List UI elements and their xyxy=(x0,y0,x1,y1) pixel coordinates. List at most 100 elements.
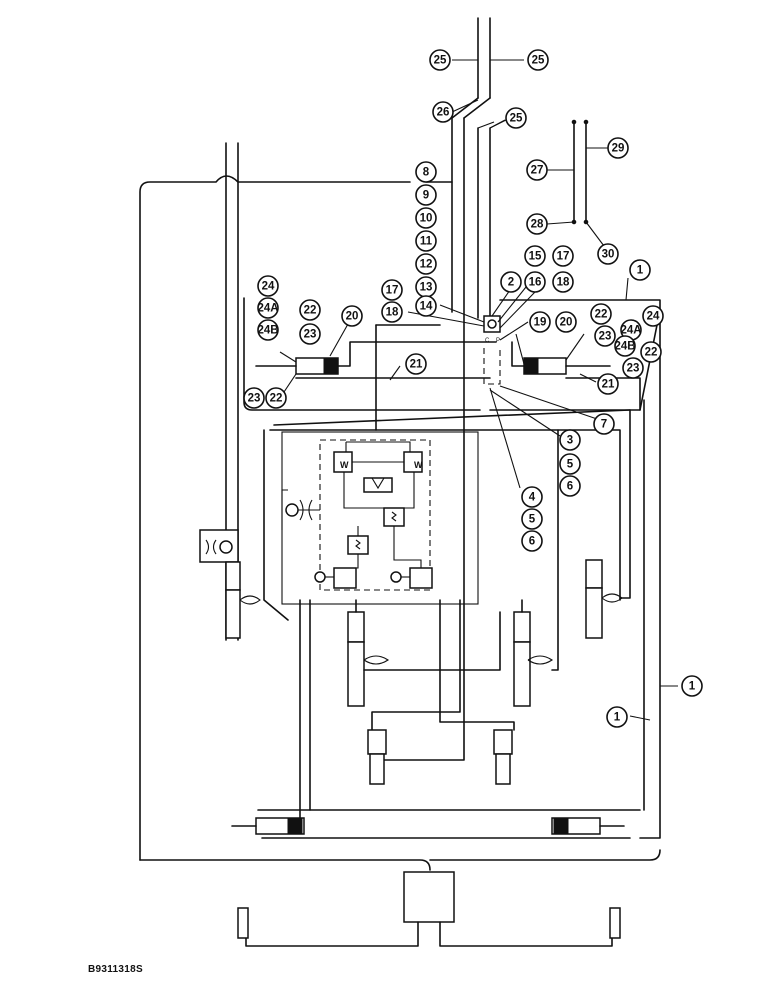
callout-label: 5 xyxy=(529,514,536,526)
callout-label: 1 xyxy=(637,265,644,277)
callout-label: 24A xyxy=(257,303,278,315)
callout-circle xyxy=(590,303,612,325)
callout-label: 1 xyxy=(689,681,696,693)
callout-label: 25 xyxy=(510,113,523,125)
callout-circle xyxy=(299,299,321,321)
right-cylinder xyxy=(511,341,641,411)
callout-13: 12 xyxy=(415,253,437,275)
callout-label: 26 xyxy=(437,107,450,119)
callout-21: 17 xyxy=(381,279,403,301)
callout-label: 22 xyxy=(645,347,658,359)
callout-label: 1 xyxy=(614,712,621,724)
callout-51: 1 xyxy=(606,706,628,728)
callout-label: 23 xyxy=(248,393,261,405)
left-cylinder xyxy=(255,341,497,379)
bottom-cylinders xyxy=(139,309,661,871)
supply-lines xyxy=(451,17,589,431)
callout-28: 23 xyxy=(299,323,321,345)
svg-text:W: W xyxy=(414,460,423,470)
callout-circle xyxy=(529,311,551,333)
callout-41: 23 xyxy=(622,357,644,379)
callout-3: 26 xyxy=(432,101,454,123)
callout-7: 28 xyxy=(526,213,548,235)
callout-label: 28 xyxy=(531,219,544,231)
callout-47: 4 xyxy=(521,486,543,508)
callout-circle xyxy=(505,107,527,129)
callout-42: 21 xyxy=(597,373,619,395)
callout-label: 11 xyxy=(420,236,433,248)
callout-48: 5 xyxy=(521,508,543,530)
callout-1: 25 xyxy=(429,49,451,71)
callout-circle xyxy=(640,341,662,363)
callout-circle xyxy=(415,207,437,229)
callout-27: 22 xyxy=(299,299,321,321)
callout-label: 27 xyxy=(531,165,544,177)
callout-45: 5 xyxy=(559,453,581,475)
callout-label: 24A xyxy=(620,325,641,337)
callout-circle xyxy=(524,271,546,293)
callout-label: 12 xyxy=(420,259,433,271)
callout-32: 22 xyxy=(265,387,287,409)
callout-11: 10 xyxy=(415,207,437,229)
callout-circle xyxy=(381,279,403,301)
callout-23: 1 xyxy=(629,259,651,281)
callout-label: 25 xyxy=(434,55,447,67)
callout-label: 29 xyxy=(612,143,625,155)
callout-label: 24 xyxy=(262,281,275,293)
callout-circle xyxy=(521,486,543,508)
check-valve: C P xyxy=(483,315,501,385)
callout-label: 17 xyxy=(557,251,570,263)
callout-50: 1 xyxy=(681,675,703,697)
callout-22: 18 xyxy=(381,301,403,323)
callout-36: 23 xyxy=(594,325,616,347)
callout-circle xyxy=(597,243,619,265)
callout-10: 9 xyxy=(415,184,437,206)
callout-16: 15 xyxy=(524,245,546,267)
callout-label: 14 xyxy=(420,301,433,313)
callout-circle xyxy=(521,508,543,530)
callout-label: 24 xyxy=(647,311,660,323)
callout-label: 4 xyxy=(529,492,536,504)
callout-15: 14 xyxy=(415,295,437,317)
callout-circle xyxy=(415,295,437,317)
callout-20: 18 xyxy=(552,271,574,293)
callout-label: 10 xyxy=(420,213,433,225)
callout-31: 23 xyxy=(243,387,265,409)
callout-44: 3 xyxy=(559,429,581,451)
callout-circle xyxy=(265,387,287,409)
callout-circle xyxy=(681,675,703,697)
callout-18: 2 xyxy=(500,271,522,293)
callout-circle xyxy=(559,453,581,475)
callout-circle xyxy=(555,311,577,333)
callout-29: 20 xyxy=(341,305,363,327)
callout-2: 25 xyxy=(527,49,549,71)
callout-12: 11 xyxy=(415,230,437,252)
callout-label: 19 xyxy=(534,317,547,329)
callout-circle xyxy=(593,413,615,435)
callout-25: 24A xyxy=(257,297,279,319)
callout-circle xyxy=(559,475,581,497)
callout-5: 29 xyxy=(607,137,629,159)
callout-label: 15 xyxy=(529,251,542,263)
callout-label: 3 xyxy=(567,435,573,447)
callout-4: 25 xyxy=(505,107,527,129)
callout-label: 18 xyxy=(386,307,399,319)
callout-circle xyxy=(552,271,574,293)
callout-circle xyxy=(527,49,549,71)
callout-label: 7 xyxy=(601,419,607,431)
pump-unit xyxy=(237,871,621,947)
callout-circle xyxy=(381,301,403,323)
left-valve xyxy=(199,529,261,639)
mid-actuators xyxy=(299,429,559,821)
callout-circle xyxy=(257,319,279,341)
callout-circle xyxy=(607,137,629,159)
callout-circle xyxy=(429,49,451,71)
callout-39: 24B xyxy=(614,335,636,357)
callout-label: 23 xyxy=(599,331,612,343)
figure-id: B9311318S xyxy=(88,964,143,975)
callout-circle xyxy=(415,253,437,275)
callout-label: 24B xyxy=(614,341,635,353)
callout-label: 22 xyxy=(304,305,317,317)
svg-text:W: W xyxy=(340,460,349,470)
callout-label: 23 xyxy=(627,363,640,375)
